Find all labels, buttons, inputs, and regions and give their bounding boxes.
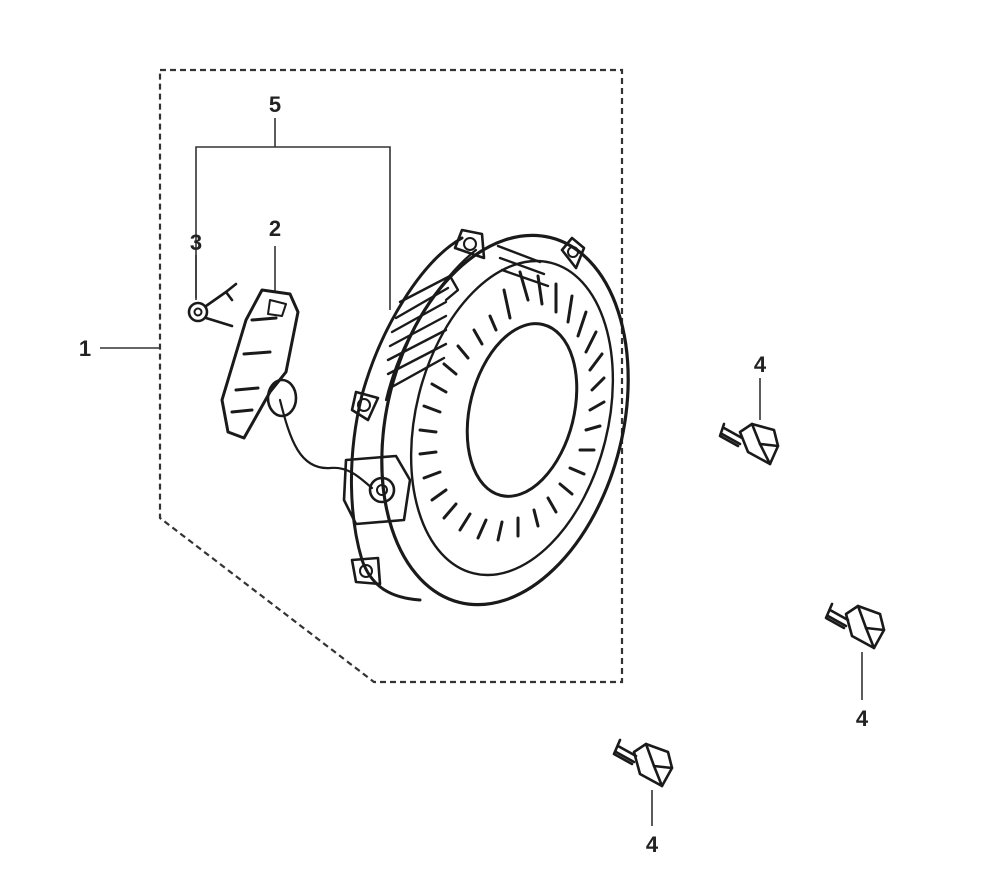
mounting-lug-right xyxy=(560,236,586,270)
callout-part-3: 3 xyxy=(190,230,202,255)
callout-part-4b: 4 xyxy=(856,706,869,731)
rope-guide-eyelet xyxy=(368,476,396,504)
mounting-lug-bottom-hole xyxy=(359,564,373,578)
top-arc-vents xyxy=(496,244,550,288)
bracket-part-5 xyxy=(195,118,391,310)
callout-part-5: 5 xyxy=(269,92,281,117)
housing-inner-rim xyxy=(409,259,615,577)
rope-guide-block xyxy=(342,454,412,526)
starter-handle xyxy=(220,288,300,440)
housing-side-shell-inner xyxy=(384,248,478,402)
mounting-lug-left-hole xyxy=(357,398,371,412)
mounting-lug-top xyxy=(453,228,486,260)
housing-center-opening xyxy=(465,322,579,498)
mounting-lug-left xyxy=(350,390,380,422)
rope-knot-clip xyxy=(187,282,238,328)
mounting-lug-bottom xyxy=(350,556,382,586)
mounting-lug-right-hole xyxy=(567,246,579,258)
upper-vent-grille xyxy=(386,274,460,390)
starter-rope xyxy=(278,398,374,490)
callout-part-4a: 4 xyxy=(754,352,767,377)
flange-bolt-2 xyxy=(824,602,886,650)
assembly-boundary xyxy=(158,68,624,684)
callout-part-4c: 4 xyxy=(646,832,659,857)
recoil-starter-housing xyxy=(342,228,630,607)
callout-part-1: 1 xyxy=(79,336,91,361)
flange-bolt-3 xyxy=(612,738,674,788)
mounting-lug-top-hole xyxy=(463,237,477,251)
callout-part-2: 2 xyxy=(269,216,281,241)
flange-bolt-1 xyxy=(718,422,780,466)
rope-guide-eyelet-inner xyxy=(376,484,388,496)
housing-outer-rim xyxy=(380,233,630,607)
